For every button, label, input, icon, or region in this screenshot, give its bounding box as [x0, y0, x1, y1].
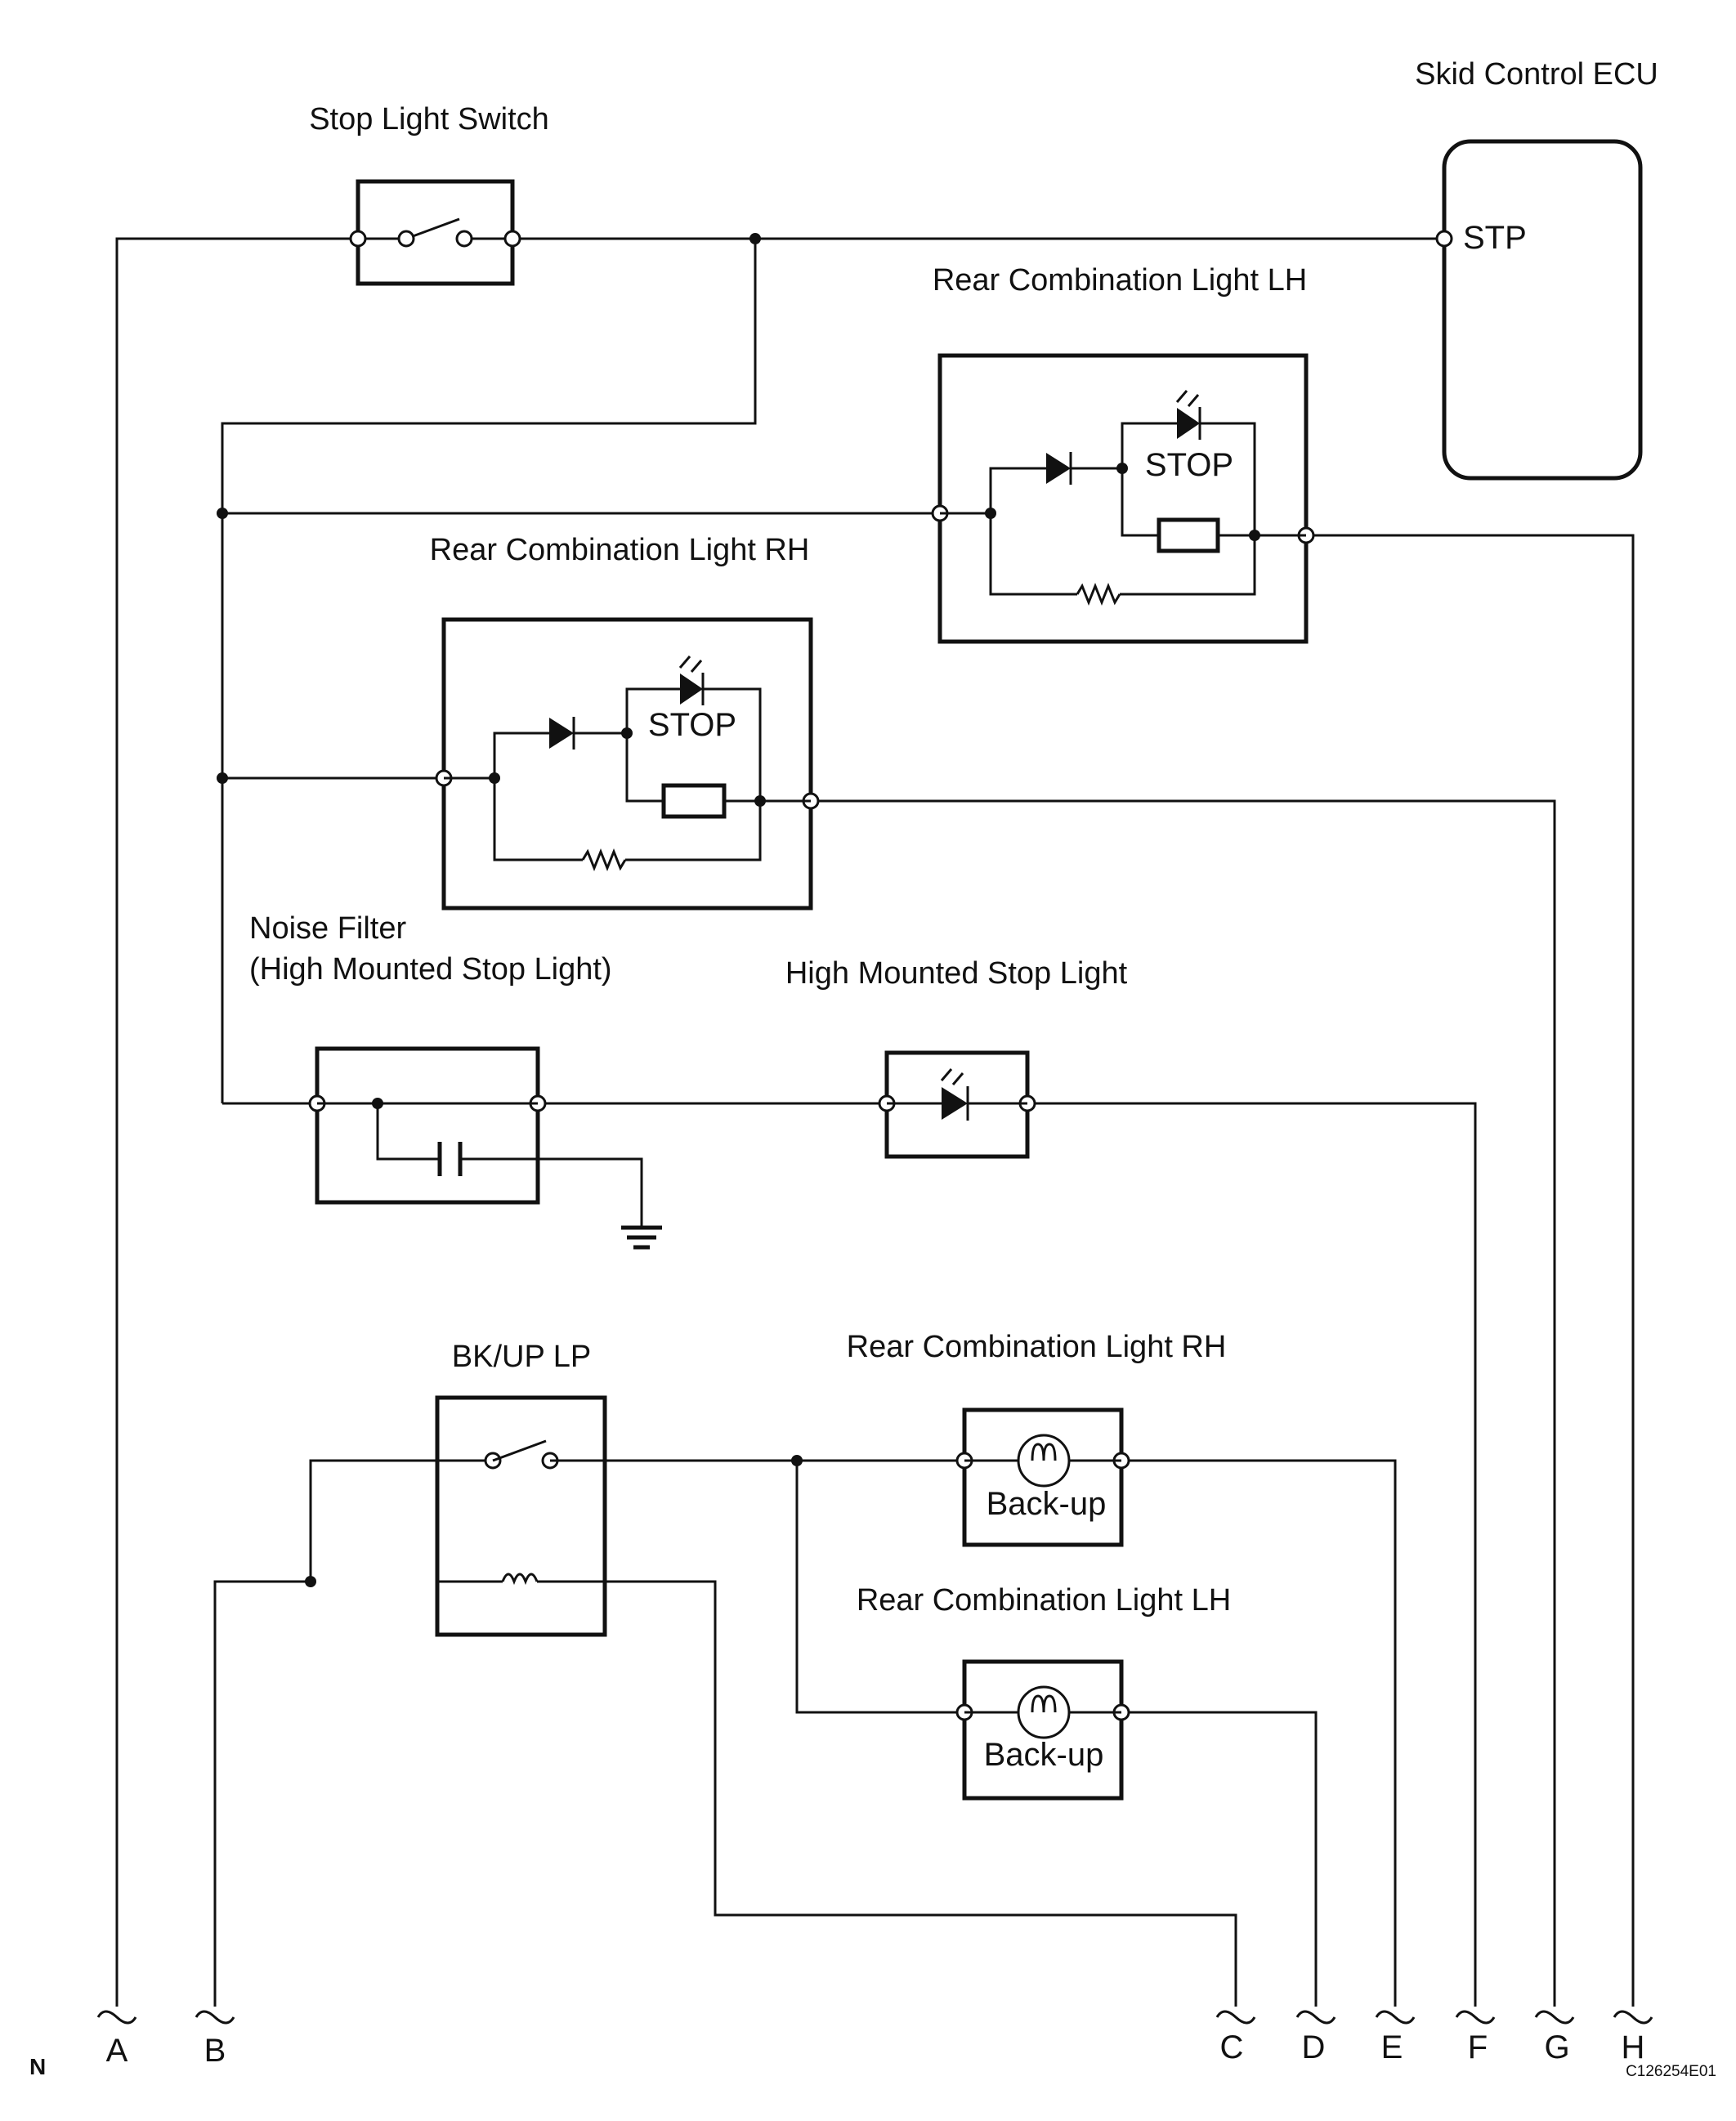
terminal-a-label: A — [106, 2033, 128, 2069]
resistor-icon — [1076, 582, 1121, 606]
bulb-icon — [1017, 1685, 1071, 1739]
rear-combination-light-lh-backup — [955, 1659, 1130, 1801]
connector-terminals: A B C D E F G H — [96, 2010, 1653, 2069]
stop-lh-label: STOP — [1145, 447, 1233, 483]
break-mark-b — [195, 2010, 235, 2025]
led-icon — [1177, 408, 1200, 439]
bulb-filament-icon — [1157, 517, 1220, 553]
break-mark-e — [1375, 2010, 1416, 2025]
wire-backup-lh-to-d — [1121, 1711, 1318, 2007]
rear-combination-light-lh-stop — [931, 353, 1315, 644]
high-mounted-stop-light — [878, 1050, 1036, 1159]
bkup-relay-label: BK/UP LP — [452, 1340, 591, 1374]
noise-filter-label-line1: Noise Filter — [249, 911, 406, 946]
junction-bus-rh — [217, 772, 228, 784]
terminal-b-label: B — [204, 2033, 226, 2069]
break-mark-g — [1534, 2010, 1575, 2025]
figure-id: C126254E01 — [1626, 2063, 1716, 2080]
stp-terminal-label: STP — [1463, 220, 1527, 256]
rcl-lh-stop-label: Rear Combination Light LH — [933, 263, 1307, 298]
break-mark-f — [1455, 2010, 1496, 2025]
junction-backup — [791, 1455, 803, 1466]
ground-icon — [621, 1225, 662, 1250]
rcl-lh-backup-label: Rear Combination Light LH — [857, 1583, 1231, 1618]
wire-relay-to-backup-lh — [795, 1461, 964, 1714]
diode-icon — [1046, 453, 1071, 484]
rear-combination-light-rh-stop — [435, 617, 820, 911]
terminal-f-label: F — [1468, 2029, 1488, 2065]
junction-relay — [305, 1576, 316, 1587]
backup-light-relay — [435, 1395, 607, 1637]
wire-tap-to-bus — [221, 239, 757, 1103]
junction-bus-lh — [217, 508, 228, 519]
junction-stp — [749, 233, 761, 244]
bulb-filament-icon — [661, 783, 727, 819]
diode-icon — [549, 718, 574, 749]
skid-control-ecu — [1435, 139, 1643, 481]
terminal-c-label: C — [1220, 2029, 1244, 2065]
resistor-icon — [581, 848, 627, 872]
wire-lh-stop-to-h — [1306, 534, 1635, 2007]
led-icon — [942, 1087, 968, 1120]
stop-rh-label: STOP — [648, 707, 736, 743]
stop-light-switch-label: Stop Light Switch — [309, 102, 549, 136]
wire-backup-rh-to-e — [1121, 1459, 1397, 2007]
hmsl-label: High Mounted Stop Light — [785, 956, 1128, 991]
terminal-g-label: G — [1544, 2029, 1569, 2065]
break-mark-h — [1613, 2010, 1653, 2025]
rear-combination-light-rh-backup — [955, 1407, 1130, 1547]
break-mark-a — [96, 2010, 137, 2025]
wire-relay-coil-to-c — [605, 1580, 1237, 2007]
corner-mark: N — [29, 2054, 46, 2079]
wire-a-stop-switch — [115, 237, 358, 2007]
wire-b-to-relay-coil — [213, 1580, 311, 2007]
junctions — [217, 233, 803, 1587]
wire-hmsl-to-f — [1027, 1102, 1477, 2007]
wires — [115, 237, 1635, 2007]
terminal-e-label: E — [1381, 2029, 1403, 2065]
bulb-icon — [1017, 1434, 1071, 1488]
break-mark-d — [1295, 2010, 1336, 2025]
wire-rh-stop-to-g — [811, 799, 1556, 2007]
rcl-rh-backup-label: Rear Combination Light RH — [847, 1330, 1227, 1364]
led-icon — [680, 673, 703, 705]
terminal-d-label: D — [1302, 2029, 1326, 2065]
terminal-h-label: H — [1622, 2029, 1645, 2065]
noise-filter — [308, 1046, 662, 1250]
noise-filter-label-line2: (High Mounted Stop Light) — [249, 952, 612, 987]
backup-rh-label: Back-up — [987, 1486, 1107, 1522]
skid-ecu-label: Skid Control ECU — [1415, 57, 1658, 92]
wire-b-to-relay-switch — [309, 1459, 437, 1582]
backup-lh-label: Back-up — [984, 1737, 1104, 1773]
stop-light-switch — [349, 179, 521, 286]
rcl-rh-stop-label: Rear Combination Light RH — [430, 533, 810, 567]
break-mark-c — [1215, 2010, 1256, 2025]
coil-icon — [501, 1573, 539, 1586]
